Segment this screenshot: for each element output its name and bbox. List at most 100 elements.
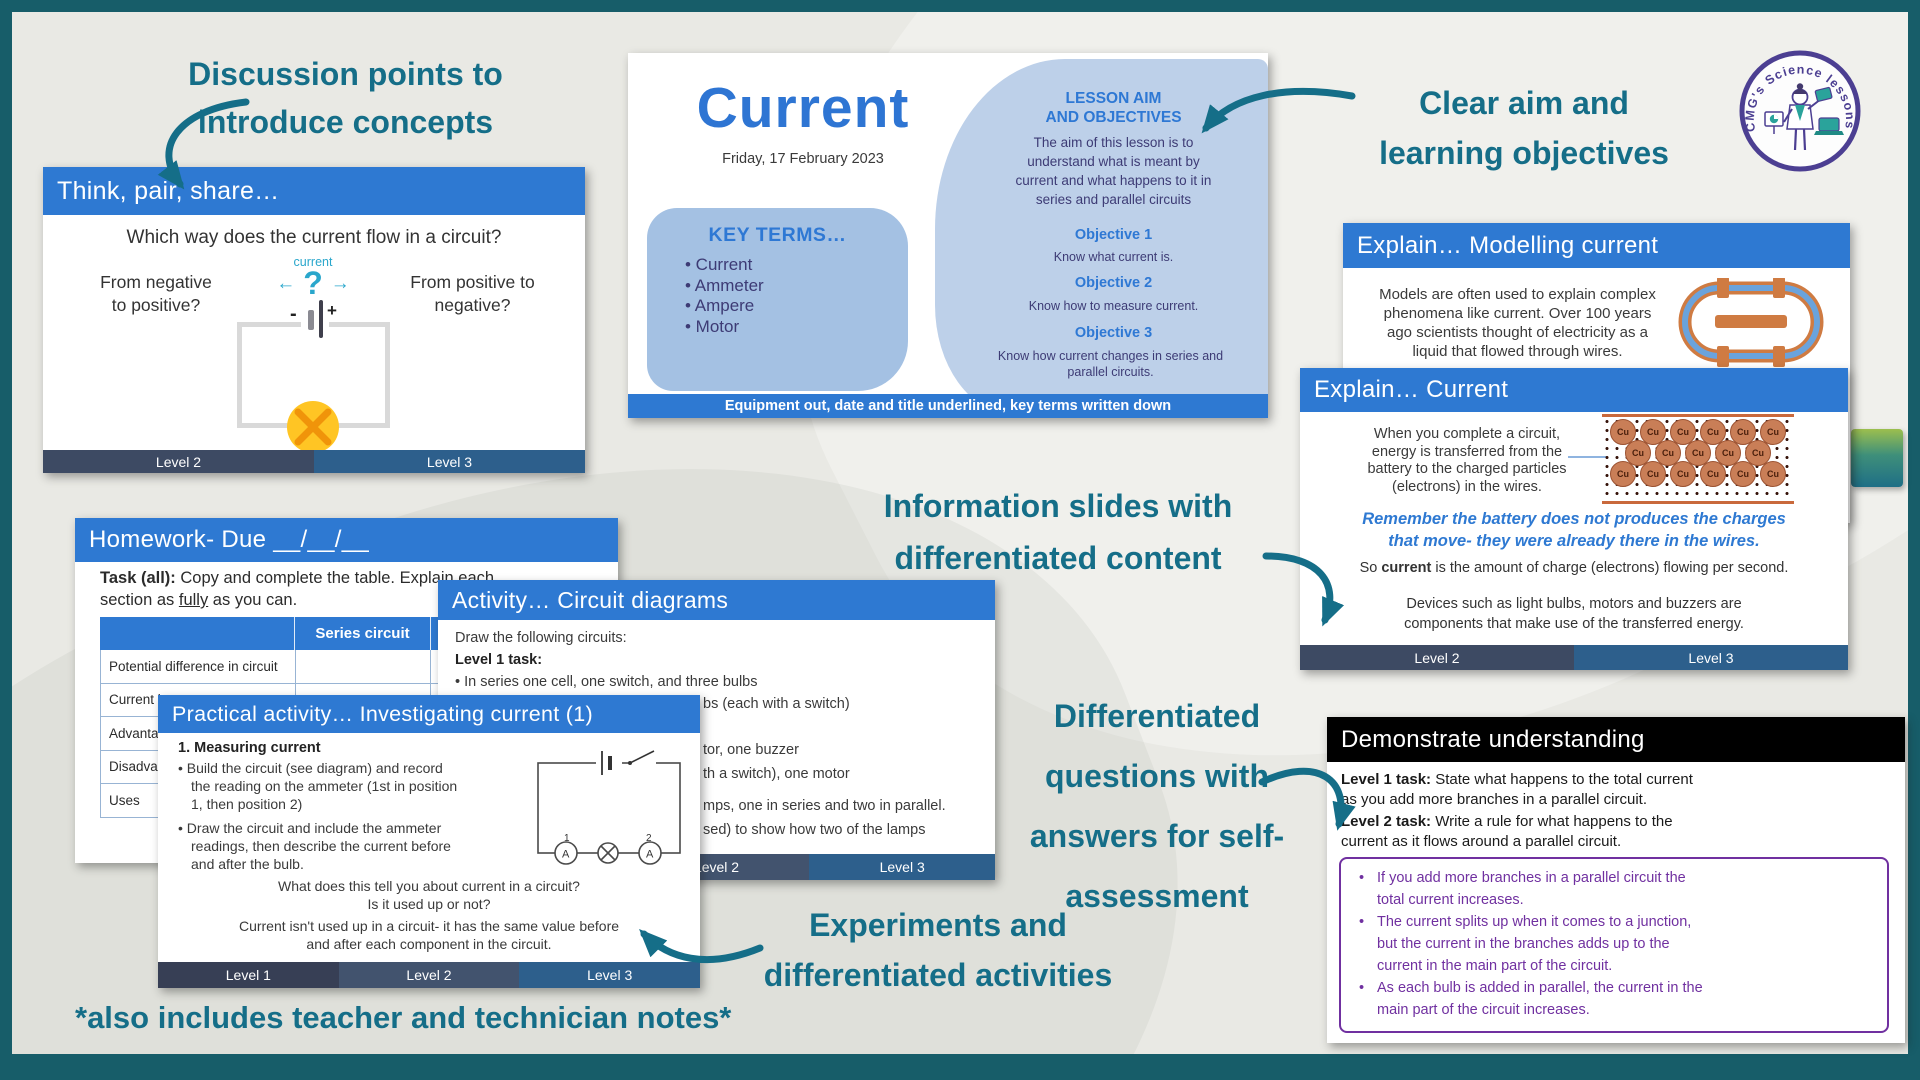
aim-heading: LESSON AIM AND OBJECTIVES	[1045, 90, 1182, 126]
answer-line: The current splits up when it comes to a…	[1355, 911, 1873, 933]
position-label: 1	[564, 833, 570, 844]
battery-long-plate	[319, 300, 323, 338]
explain-current-body: When you complete a circuit, energy is t…	[1367, 426, 1567, 495]
level-badge: Level 3	[809, 854, 996, 880]
slide-title: Explain… Current	[1314, 376, 1509, 403]
activity-task-label: Level 1 task:	[455, 652, 543, 668]
level-badge: Level 3	[314, 450, 585, 473]
answer-line: but the current in the branches adds up …	[1377, 936, 1670, 952]
level-badge: Level 2	[43, 450, 314, 473]
position-label: 2	[646, 833, 652, 844]
battery-plus-label: +	[327, 301, 337, 320]
annotation-clear-aim: Clear aim and learning objectives	[1379, 85, 1669, 171]
key-terms-panel: KEY TERMS… • Current • Ammeter • Ampere …	[647, 208, 908, 391]
copper-atom: Cu	[1670, 419, 1696, 445]
practical-line: and after the bulb.	[191, 856, 304, 872]
current-label: current	[293, 255, 333, 269]
objective-label: Objective 2	[1074, 275, 1153, 291]
slide-demonstrate-understanding: Demonstrate understanding Level 1 task: …	[1327, 717, 1905, 1043]
remember-note: Remember the battery does not produces t…	[1362, 510, 1786, 550]
objective-text: Know how to measure current.	[1028, 299, 1199, 313]
slide-explain-current: Explain… Current When you complete a cir…	[1300, 368, 1848, 670]
objective-label: Objective 1	[1074, 227, 1153, 243]
question-mark-icon: ?	[303, 265, 323, 301]
bulb-icon	[287, 401, 339, 453]
option-left: From negative to positive?	[100, 272, 212, 315]
slide-title-bar: Think, pair, share…	[43, 167, 585, 215]
annotation-discussion-points: Discussion points to introduce concepts	[188, 56, 503, 140]
battery-gap	[301, 318, 329, 332]
key-term: • Ammeter	[685, 275, 764, 295]
slide-title-bar: Activity… Circuit diagrams	[438, 580, 995, 620]
ammeter-icon: A	[646, 849, 654, 861]
modelling-body: Models are often used to explain complex…	[1379, 286, 1656, 360]
practical-question: Is it used up or not?	[367, 896, 491, 912]
copper-atom: Cu	[1700, 461, 1726, 487]
practical-line: readings, then describe the current befo…	[191, 838, 451, 854]
objective-text: Know how current changes in series and p…	[997, 349, 1224, 379]
task2-line2: current as it flows around a parallel ci…	[1341, 833, 1622, 850]
objective-label: Objective 3	[1074, 325, 1153, 341]
slide-instruction-bar: Equipment out, date and title underlined…	[628, 394, 1268, 418]
slide-title: Activity… Circuit diagrams	[452, 586, 729, 613]
current-definition: So current is the amount of charge (elec…	[1359, 560, 1789, 576]
partially-hidden-slide-peek	[1851, 429, 1903, 487]
activity-intro: Draw the following circuits:	[455, 630, 627, 646]
level-footer: Level 2 Level 3	[43, 450, 585, 473]
annotation-footnote: *also includes teacher and technician no…	[75, 1000, 732, 1035]
slide-title-bar: Explain… Modelling current	[1343, 223, 1850, 268]
slide-practical: Practical activity… Investigating curren…	[158, 695, 701, 988]
annotation-experiments: Experiments and differentiated activitie…	[763, 907, 1113, 993]
arrow-left-icon: ←	[276, 272, 296, 294]
answer-line: current in the main part of the circuit.	[1377, 958, 1613, 974]
slide-title-bar: Practical activity… Investigating curren…	[158, 695, 700, 733]
slide-title: Homework- Due __/__/__	[89, 526, 370, 553]
level-footer: Level 1 Level 2 Level 3	[158, 962, 701, 988]
lesson-date: Friday, 17 February 2023	[722, 151, 884, 167]
brand-logo: CMG's Science lessons	[1739, 50, 1861, 172]
activity-bullet-fragment: sed) to show how two of the lamps	[703, 822, 926, 838]
aim-body: The aim of this lesson is to understand …	[1015, 135, 1212, 207]
slide-title: Demonstrate understanding	[1341, 725, 1645, 753]
activity-bullet-fragment: th a switch), one motor	[703, 766, 850, 782]
level-badge: Level 3	[1574, 645, 1848, 670]
teacher-illustration	[1764, 83, 1844, 151]
practical-line: • Build the circuit (see diagram) and re…	[178, 760, 443, 776]
annotation-differentiated-questions: Differentiated questions with answers fo…	[1029, 698, 1285, 914]
column-header-series: Series circuit	[295, 617, 430, 650]
annotation-information-slides: Information slides with differentiated c…	[883, 488, 1233, 576]
key-term: • Current	[685, 255, 753, 274]
level-badge: Level 2	[338, 962, 520, 988]
lesson-aim-panel: LESSON AIM AND OBJECTIVES The aim of thi…	[935, 59, 1268, 415]
answer-line: main part of the circuit increases.	[1377, 1002, 1590, 1018]
practical-question: What does this tell you about current in…	[278, 878, 580, 894]
answer-line: If you add more branches in a parallel c…	[1355, 867, 1873, 889]
copper-atom: Cu	[1640, 461, 1666, 487]
lesson-title: Current	[696, 76, 910, 140]
slide-title: Think, pair, share…	[57, 176, 280, 205]
practical-line: • Draw the circuit and include the ammet…	[178, 820, 442, 836]
task1-line1: Level 1 task: State what happens to the …	[1341, 771, 1693, 788]
arrow-right-icon: →	[330, 272, 350, 294]
slide-title-bar: Explain… Current	[1300, 368, 1848, 412]
key-term: • Motor	[685, 316, 740, 336]
callout-connector-line	[1568, 456, 1606, 458]
key-terms-heading: KEY TERMS…	[708, 224, 847, 246]
activity-bullet-fragment: tor, one buzzer	[703, 742, 799, 758]
practical-line: the reading on the ammeter (1st in posit…	[191, 778, 458, 794]
discussion-question: Which way does the current flow in a cir…	[126, 227, 502, 248]
slide-title-bar: Homework- Due __/__/__	[75, 518, 618, 562]
circuit-diagram: 1 2 A A	[537, 750, 681, 865]
answer-line: total current increases.	[1377, 892, 1524, 908]
level-badge: Level 3	[519, 962, 701, 988]
homework-task-line1: Task (all): Copy and complete the table.…	[100, 569, 495, 587]
ammeter-icon: A	[562, 849, 570, 861]
level-badge: Level 1	[158, 962, 339, 988]
key-term: • Ampere	[685, 296, 755, 315]
copper-atom: Cu	[1730, 461, 1756, 487]
key-terms-list: • Current • Ammeter • Ampere • Motor	[685, 255, 908, 337]
activity-bullet-fragment: bs (each with a switch)	[703, 696, 850, 712]
devices-note: Devices such as light bulbs, motors and …	[1404, 596, 1744, 632]
slide-title-bar: Demonstrate understanding	[1327, 717, 1905, 762]
